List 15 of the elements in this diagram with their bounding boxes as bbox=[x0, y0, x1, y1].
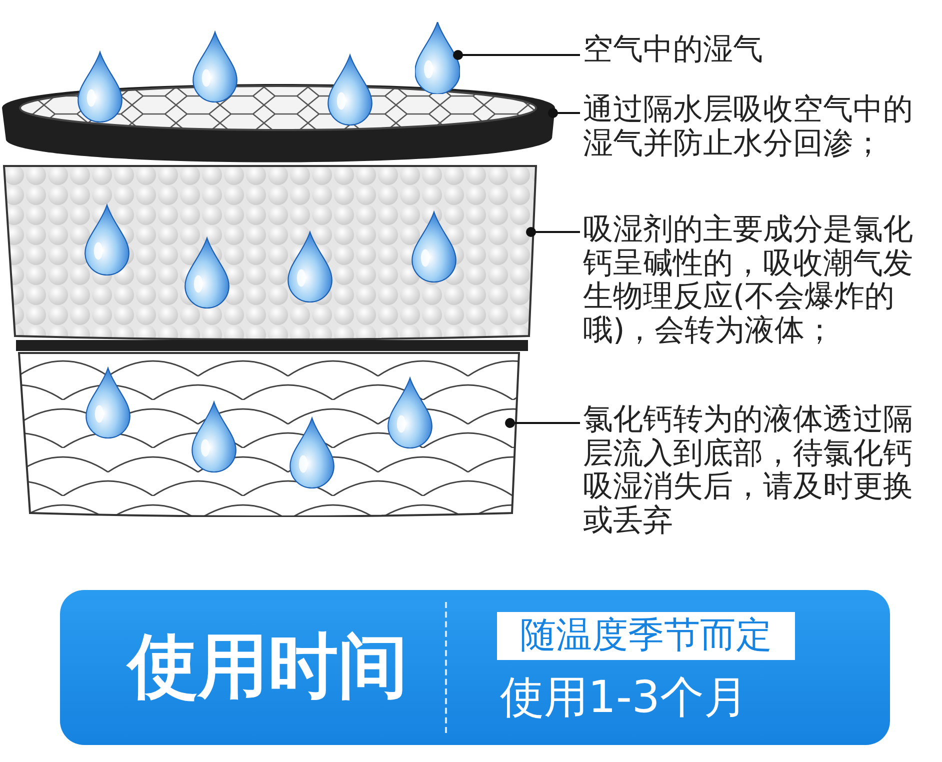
condition-tag: 随温度季节而定 bbox=[497, 612, 795, 660]
usage-time-panel bbox=[60, 590, 890, 745]
leader-line bbox=[548, 108, 580, 118]
annotation-text: 吸湿剂的主要成分是氯化钙呈碱性的，吸收潮气发生物理反应(不会爆炸的哦)，会转为液体； bbox=[583, 213, 938, 363]
liquid-chamber bbox=[18, 352, 520, 517]
annotation-text: 通过隔水层吸收空气中的湿气并防止水分回渗； bbox=[583, 93, 938, 173]
annotation-text: 氯化钙转为的液体透过隔层流入到底部，待氯化钙吸湿消失后，请及时更换或丢弃 bbox=[583, 403, 938, 553]
water-drop-icon bbox=[415, 22, 460, 94]
desiccant-layer bbox=[3, 165, 537, 340]
panel-heading: 使用时间 bbox=[128, 628, 408, 705]
leader-line bbox=[505, 418, 580, 428]
leader-line bbox=[526, 227, 580, 237]
duration-text: 使用1-3个月 bbox=[500, 672, 748, 725]
leader-line bbox=[453, 50, 580, 60]
annotation-text: 空气中的湿气 bbox=[583, 33, 938, 78]
